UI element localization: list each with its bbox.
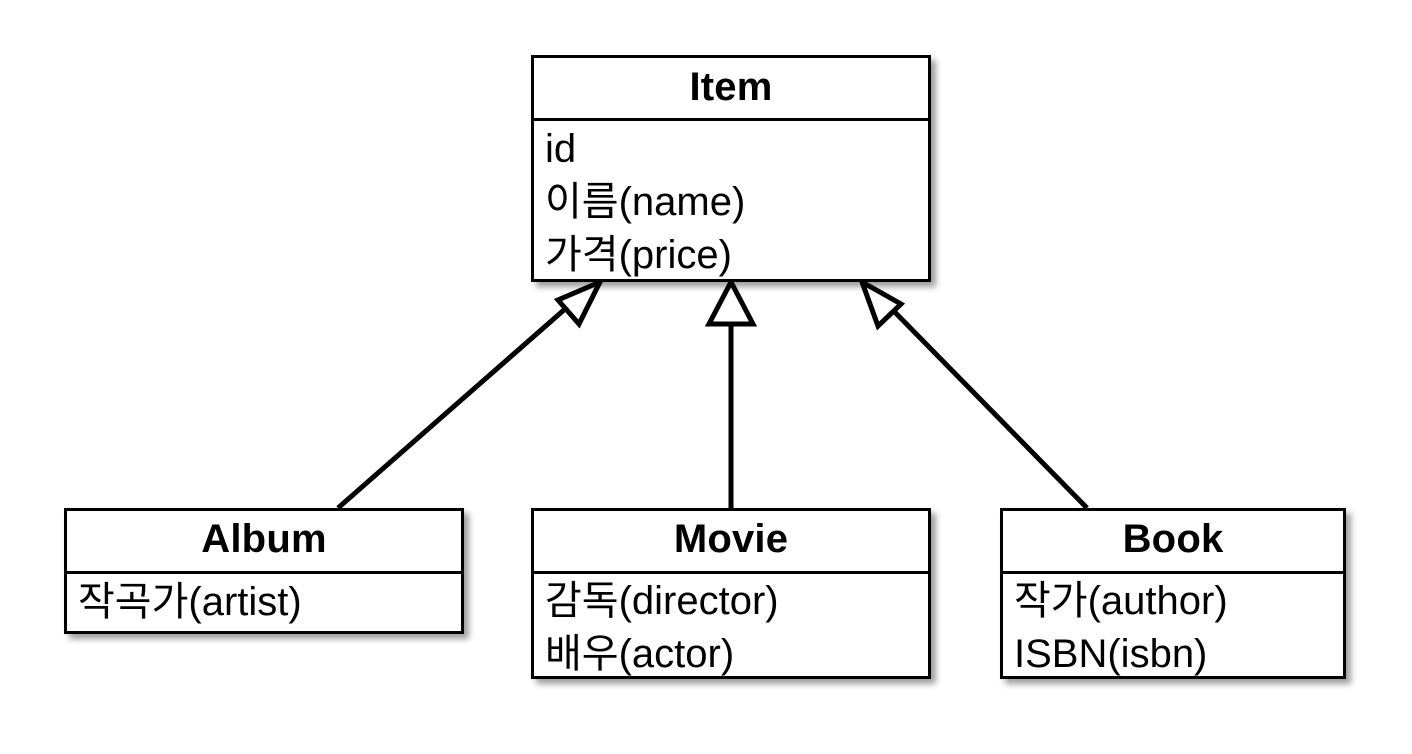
class-name-book: Book [1122, 517, 1224, 561]
hollow-triangle-arrowhead-album [553, 277, 606, 329]
attribute-book-author: 작가(author) [1014, 579, 1228, 623]
uml-class-book[interactable]: Book 작가(author) ISBN(isbn) [1000, 508, 1346, 679]
attribute-compartment-movie: 감독(director) 배우(actor) [534, 571, 928, 679]
hollow-triangle-arrowhead-movie [704, 276, 758, 327]
attribute-compartment-book: 작가(author) ISBN(isbn) [1003, 571, 1343, 679]
generalization-book-to-item [857, 276, 1089, 510]
attribute-item-id: id [545, 127, 577, 171]
attribute-book-isbn: ISBN(isbn) [1014, 632, 1208, 676]
generalization-album-to-item [336, 277, 606, 510]
attribute-movie-director: 감독(director) [545, 579, 779, 623]
attribute-item-price: 가격(price) [545, 233, 732, 277]
attribute-movie-actor: 배우(actor) [545, 632, 735, 676]
hollow-triangle-arrowhead-book [857, 276, 906, 331]
attribute-compartment-album: 작곡가(artist) [67, 571, 461, 634]
uml-class-item[interactable]: Item id 이름(name) 가격(price) [531, 55, 931, 282]
uml-class-album[interactable]: Album 작곡가(artist) [64, 508, 464, 634]
attribute-item-name: 이름(name) [545, 180, 746, 224]
class-name-item: Item [689, 65, 773, 109]
generalization-movie-to-item [704, 276, 758, 508]
attribute-compartment-item: id 이름(name) 가격(price) [534, 118, 928, 282]
class-name-album: Album [201, 517, 327, 561]
class-name-movie: Movie [673, 517, 789, 561]
attribute-album-artist: 작곡가(artist) [78, 580, 302, 624]
uml-class-movie[interactable]: Movie 감독(director) 배우(actor) [531, 508, 931, 679]
